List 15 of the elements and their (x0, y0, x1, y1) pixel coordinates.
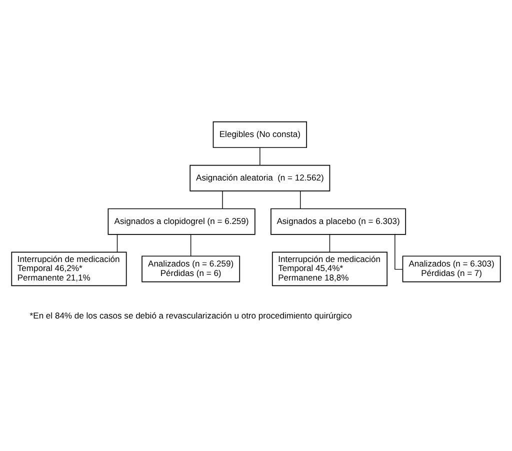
connector (222, 190, 223, 209)
node-box: Analizados (n = 6.303) Pérdidas (n = 7) (402, 256, 501, 282)
label: *En el 84% de los casos se debió a revascularización u otro procedimiento quirúrgico (30, 310, 352, 321)
node-box: Asignación aleatoria (n = 12.562) (190, 164, 330, 192)
connector (394, 234, 403, 270)
connector (329, 234, 330, 252)
node-box: Interrupción de medicación Temporal 46,2%* Permanente 21,1% (11, 252, 127, 286)
node-box: Elegibles (No consta) (212, 121, 307, 148)
node-box: Interrupción de medicación Temporal 45,4%* Permanene 18,8% (272, 252, 388, 286)
node-box: Analizados (n = 6.259) Pérdidas (n = 6) (142, 256, 240, 282)
connector (116, 234, 118, 252)
connector (300, 190, 301, 209)
connector (190, 234, 192, 256)
node-box: Asignados a clopidogrel (n = 6.259) (108, 208, 256, 235)
node-box: Asignados a placebo (n = 6.303) (270, 208, 406, 235)
